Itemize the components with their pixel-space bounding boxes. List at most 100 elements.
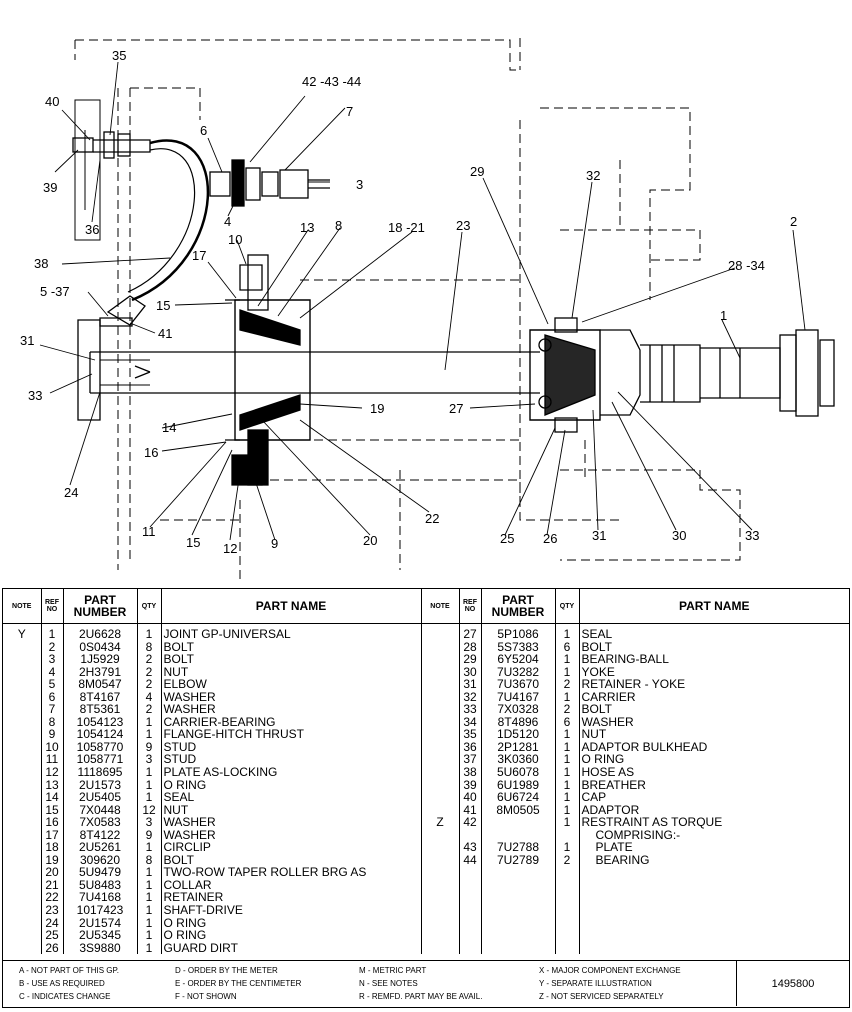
row-part-name: BOLT bbox=[161, 853, 422, 867]
row-qty: 1 bbox=[555, 690, 580, 704]
row-part-name: YOKE bbox=[581, 665, 615, 679]
callout: 39 bbox=[43, 180, 57, 195]
row-part-name bbox=[579, 866, 849, 879]
row-part-name: STUD bbox=[161, 740, 422, 754]
row-part-number: 7X0448 bbox=[63, 803, 138, 817]
row-part-number: 7U4167 bbox=[481, 690, 556, 704]
row-part-number bbox=[481, 816, 556, 829]
row-qty: 6 bbox=[555, 640, 580, 654]
row-part-number: 2U6628 bbox=[63, 623, 138, 641]
row-ref-no: 33 bbox=[459, 703, 482, 716]
callout: 6 bbox=[200, 123, 207, 138]
header-part-number: PART NUMBER bbox=[481, 589, 556, 624]
row-part-number: 5S7383 bbox=[481, 640, 556, 654]
row-qty bbox=[555, 878, 580, 892]
header-note: NOTE bbox=[3, 589, 42, 624]
row-qty bbox=[555, 828, 580, 842]
row-part-number: 3K0360 bbox=[481, 753, 556, 767]
row-note bbox=[3, 791, 42, 804]
row-part-number: 8T5361 bbox=[63, 703, 138, 716]
row-qty: 2 bbox=[137, 703, 162, 716]
row-part-name: GUARD DIRT bbox=[161, 941, 422, 955]
callout: 29 bbox=[470, 164, 484, 179]
row-part-number: 1017423 bbox=[63, 904, 138, 917]
row-qty: 1 bbox=[137, 866, 162, 879]
row-part-number: 2U1573 bbox=[63, 778, 138, 792]
row-part-number bbox=[481, 828, 556, 842]
row-ref-no: 18 bbox=[41, 841, 64, 854]
callout: 33 bbox=[28, 388, 42, 403]
row-qty: 12 bbox=[137, 803, 162, 817]
row-part-number: 309620 bbox=[63, 853, 138, 867]
row-ref-no bbox=[459, 878, 482, 892]
row-note bbox=[3, 853, 42, 867]
row-part-number: 8T4896 bbox=[481, 715, 556, 729]
row-part-name: NUT bbox=[161, 665, 422, 679]
row-part-name: CARRIER-BEARING bbox=[161, 715, 422, 729]
callout: 32 bbox=[586, 168, 600, 183]
header-part-name: PART NAME bbox=[161, 589, 422, 624]
row-note bbox=[3, 941, 42, 955]
row-part-number: 0S0434 bbox=[63, 640, 138, 654]
row-ref-no: 27 bbox=[459, 623, 482, 641]
row-note: Z bbox=[421, 816, 460, 829]
row-note bbox=[421, 623, 460, 641]
header-ref-no: REF NO bbox=[41, 589, 64, 624]
row-note bbox=[3, 703, 42, 716]
legend-column: D - ORDER BY THE METER E - ORDER BY THE … bbox=[175, 964, 301, 1003]
row-part-number: 8T4167 bbox=[63, 690, 138, 704]
row-part-name: RETAINER - YOKE bbox=[581, 678, 686, 691]
row-ref-no: 22 bbox=[41, 891, 64, 905]
row-note bbox=[421, 791, 460, 804]
row-note bbox=[3, 778, 42, 792]
callout: 13 bbox=[300, 220, 314, 235]
row-ref-no: 16 bbox=[41, 816, 64, 829]
row-ref-no: 8 bbox=[41, 715, 64, 729]
row-qty: 2 bbox=[137, 665, 162, 679]
row-part-number: 8M0547 bbox=[63, 678, 138, 691]
row-ref-no: 31 bbox=[459, 678, 482, 691]
row-part-name: SEAL bbox=[161, 791, 422, 804]
row-note bbox=[421, 665, 460, 679]
row-ref-no: 29 bbox=[459, 653, 482, 666]
row-qty: 1 bbox=[137, 841, 162, 854]
row-ref-no: 42 bbox=[459, 816, 482, 829]
row-qty: 1 bbox=[555, 766, 580, 779]
drive-shaft-assembly-diagram: 35 40 42 -43 -44 7 6 39 36 3 4 13 8 18 -… bbox=[20, 38, 835, 580]
row-part-name: WASHER bbox=[161, 828, 422, 842]
row-qty: 1 bbox=[555, 778, 580, 792]
legend: A - NOT PART OF THIS GP. B - USE AS REQU… bbox=[2, 961, 850, 1008]
row-part-name: PLATE bbox=[595, 841, 633, 854]
row-qty: 1 bbox=[555, 665, 580, 679]
row-part-number: 5U6078 bbox=[481, 766, 556, 779]
row-part-name: O RING bbox=[161, 929, 422, 942]
row-note bbox=[421, 904, 460, 917]
row-part-name: BOLT bbox=[581, 703, 612, 716]
callout: 28 -34 bbox=[728, 258, 765, 273]
row-part-name: O RING bbox=[161, 778, 422, 792]
row-note bbox=[3, 904, 42, 917]
row-qty: 1 bbox=[137, 766, 162, 779]
row-qty: 3 bbox=[137, 816, 162, 829]
row-part-number: 1058771 bbox=[63, 753, 138, 767]
row-part-name: NUT bbox=[161, 803, 422, 817]
row-qty: 9 bbox=[137, 828, 162, 842]
parts-list: NOTE REF NO PART NUMBER QTY PART NAME NO… bbox=[2, 588, 850, 961]
row-note bbox=[421, 841, 460, 854]
row-ref-no: 21 bbox=[41, 878, 64, 892]
row-note bbox=[421, 728, 460, 741]
row-part-number: 7U2788 bbox=[481, 841, 556, 854]
row-part-number: 6U1989 bbox=[481, 778, 556, 792]
row-part-name: WASHER bbox=[581, 715, 634, 729]
row-qty: 1 bbox=[555, 623, 580, 641]
legend-item: B - USE AS REQUIRED bbox=[19, 979, 105, 988]
callout: 33 bbox=[745, 528, 759, 543]
